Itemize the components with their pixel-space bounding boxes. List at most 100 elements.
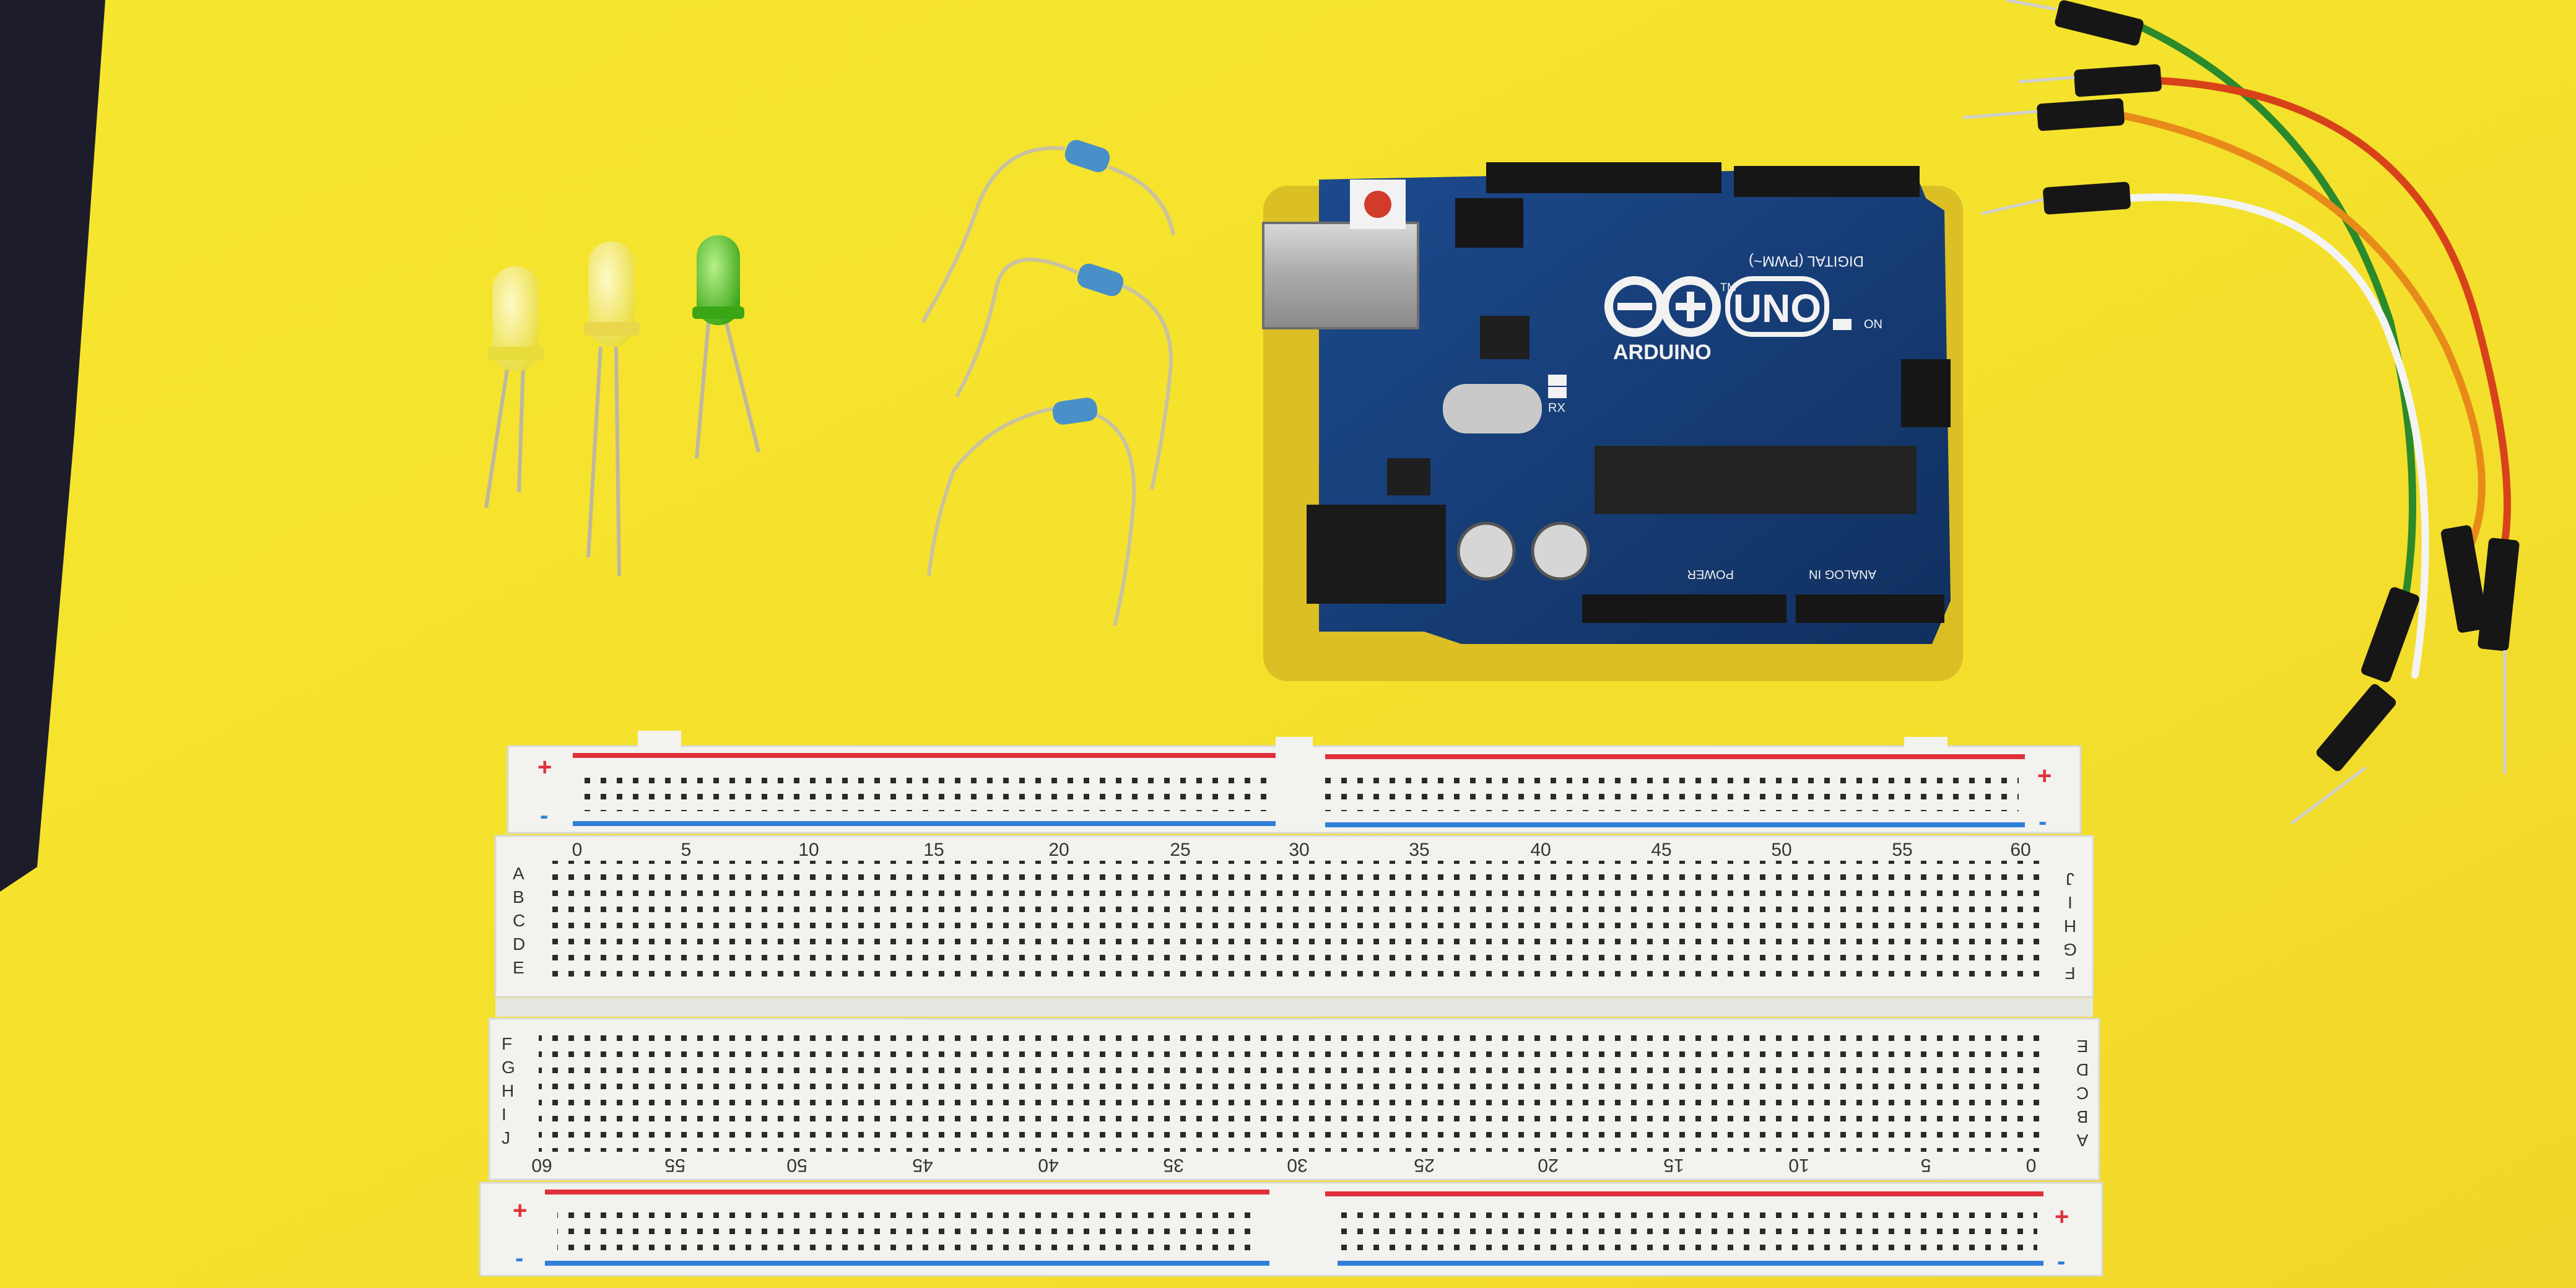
col-label-top: 15 — [923, 840, 944, 860]
bottom-column-numbers: 60 55 50 45 40 35 30 25 20 15 10 5 0 — [531, 1155, 2036, 1175]
icsp-header-right — [1901, 359, 1951, 427]
capacitor-2 — [1531, 521, 1590, 581]
col-label-top: 40 — [1530, 840, 1551, 860]
col-label-bottom: 25 — [1414, 1155, 1434, 1175]
col-label-bottom: 40 — [1038, 1155, 1058, 1175]
wire-connectors — [2037, 0, 2520, 772]
col-label-top: 20 — [1048, 840, 1069, 860]
col-label-top: 45 — [1651, 840, 1671, 860]
col-label-top: 60 — [2010, 840, 2030, 860]
col-label-bottom: 55 — [664, 1155, 685, 1175]
top-rail-minus-right: - — [2039, 808, 2047, 835]
bottom-rail-minus-right: - — [2057, 1248, 2065, 1275]
analog-label: ANALOG IN — [1809, 567, 1876, 581]
led-yellow-2 — [584, 242, 640, 577]
lower-row-letters-left: F G H I J — [502, 1034, 515, 1147]
wire-white — [2126, 193, 2429, 679]
atmega-chip — [1595, 446, 1917, 514]
row-letter: G — [502, 1058, 515, 1077]
dark-table-edge — [0, 0, 105, 892]
led-yellow-1 — [484, 266, 544, 508]
row-letter: C — [2076, 1084, 2089, 1103]
wire-orange — [2114, 111, 2486, 549]
row-letter: B — [513, 887, 524, 907]
col-label-bottom: 0 — [2026, 1155, 2037, 1175]
wire-red — [2151, 77, 2511, 561]
col-label-bottom: 50 — [786, 1155, 807, 1175]
center-channel — [495, 998, 2093, 1017]
top-rail-minus-left: - — [540, 802, 548, 829]
col-label-top: 30 — [1289, 840, 1309, 860]
capacitor-1 — [1456, 521, 1516, 581]
row-letter: A — [2076, 1131, 2088, 1150]
col-label-bottom: 60 — [531, 1155, 552, 1175]
uno-badge — [1725, 276, 1829, 337]
row-letter: B — [2077, 1107, 2089, 1126]
upper-row-letters-left: A B C D E — [513, 864, 525, 977]
row-letter: F — [502, 1034, 512, 1053]
arduino-logo — [1604, 276, 1721, 337]
jumper-wires — [2114, 21, 2511, 679]
dc-power-jack — [1307, 505, 1446, 604]
power-label: POWER — [1687, 567, 1734, 581]
col-label-top: 55 — [1892, 840, 1912, 860]
col-label-bottom: 30 — [1287, 1155, 1307, 1175]
row-letter: F — [2065, 964, 2075, 983]
bottom-rail-minus-left: - — [515, 1245, 523, 1272]
row-letter: G — [2063, 940, 2077, 959]
wire-green — [2133, 21, 2416, 617]
row-letter: C — [513, 911, 525, 930]
row-letter: H — [2064, 916, 2076, 936]
resistor-2 — [955, 258, 1173, 490]
icsp-header-top — [1455, 198, 1523, 248]
row-letter: I — [502, 1105, 507, 1124]
row-letter: I — [2068, 893, 2073, 912]
digital-header-1 — [1486, 162, 1721, 193]
col-label-bottom: 45 — [912, 1155, 933, 1175]
crystal-oscillator — [1443, 384, 1542, 433]
wire-pins — [1962, 0, 2507, 825]
col-label-top: 50 — [1771, 840, 1791, 860]
rx-label: RX — [1548, 401, 1565, 415]
arduino-uno-board: UNO TM ARDUINO DIGITAL (PWM~) POWER ANAL… — [1262, 162, 1951, 644]
row-letter: E — [2077, 1037, 2089, 1056]
col-label-top: 25 — [1170, 840, 1190, 860]
row-letter: E — [513, 958, 524, 977]
top-rail-plus-right: + — [2037, 762, 2052, 790]
led-green — [692, 235, 760, 459]
arduino-model-text: UNO — [1733, 286, 1821, 331]
col-label-top: 10 — [798, 840, 819, 860]
top-rail-plus-left: + — [537, 754, 552, 781]
bottom-rail-plus-right: + — [2055, 1203, 2069, 1230]
digital-label: DIGITAL (PWM~) — [1749, 253, 1864, 269]
digital-header-2 — [1734, 166, 1920, 197]
analog-header — [1796, 594, 1944, 623]
voltage-regulator — [1387, 458, 1430, 495]
usb-port — [1262, 222, 1419, 329]
col-label-top: 35 — [1409, 840, 1429, 860]
breadboard: + - + - + - + - 0 5 10 15 20 25 30 — [479, 731, 2104, 1277]
col-label-bottom: 35 — [1163, 1155, 1183, 1175]
row-letter: D — [2076, 1060, 2089, 1079]
resistor-3 — [927, 398, 1136, 626]
row-letter: D — [513, 934, 525, 954]
col-label-bottom: 10 — [1788, 1155, 1809, 1175]
power-header — [1582, 594, 1786, 623]
resistor-1 — [921, 140, 1175, 323]
on-label: ON — [1864, 318, 1882, 331]
row-letter: H — [502, 1081, 514, 1100]
col-label-bottom: 15 — [1663, 1155, 1684, 1175]
row-letter: A — [513, 864, 524, 883]
row-letter: J — [502, 1128, 510, 1147]
arduino-brand-text: ARDUINO — [1613, 341, 1712, 364]
row-letter: J — [2066, 869, 2074, 889]
lower-row-letters-right: E D C B A — [2076, 1037, 2089, 1150]
bottom-rail-plus-left: + — [513, 1197, 527, 1224]
upper-row-letters-right: J I H G F — [2063, 869, 2077, 983]
col-label-top: 0 — [572, 840, 583, 860]
top-column-numbers: 0 5 10 15 20 25 30 35 40 45 50 55 60 — [572, 840, 2031, 860]
col-label-top: 5 — [681, 840, 692, 860]
usb-controller-chip — [1480, 316, 1530, 359]
col-label-bottom: 20 — [1538, 1155, 1558, 1175]
